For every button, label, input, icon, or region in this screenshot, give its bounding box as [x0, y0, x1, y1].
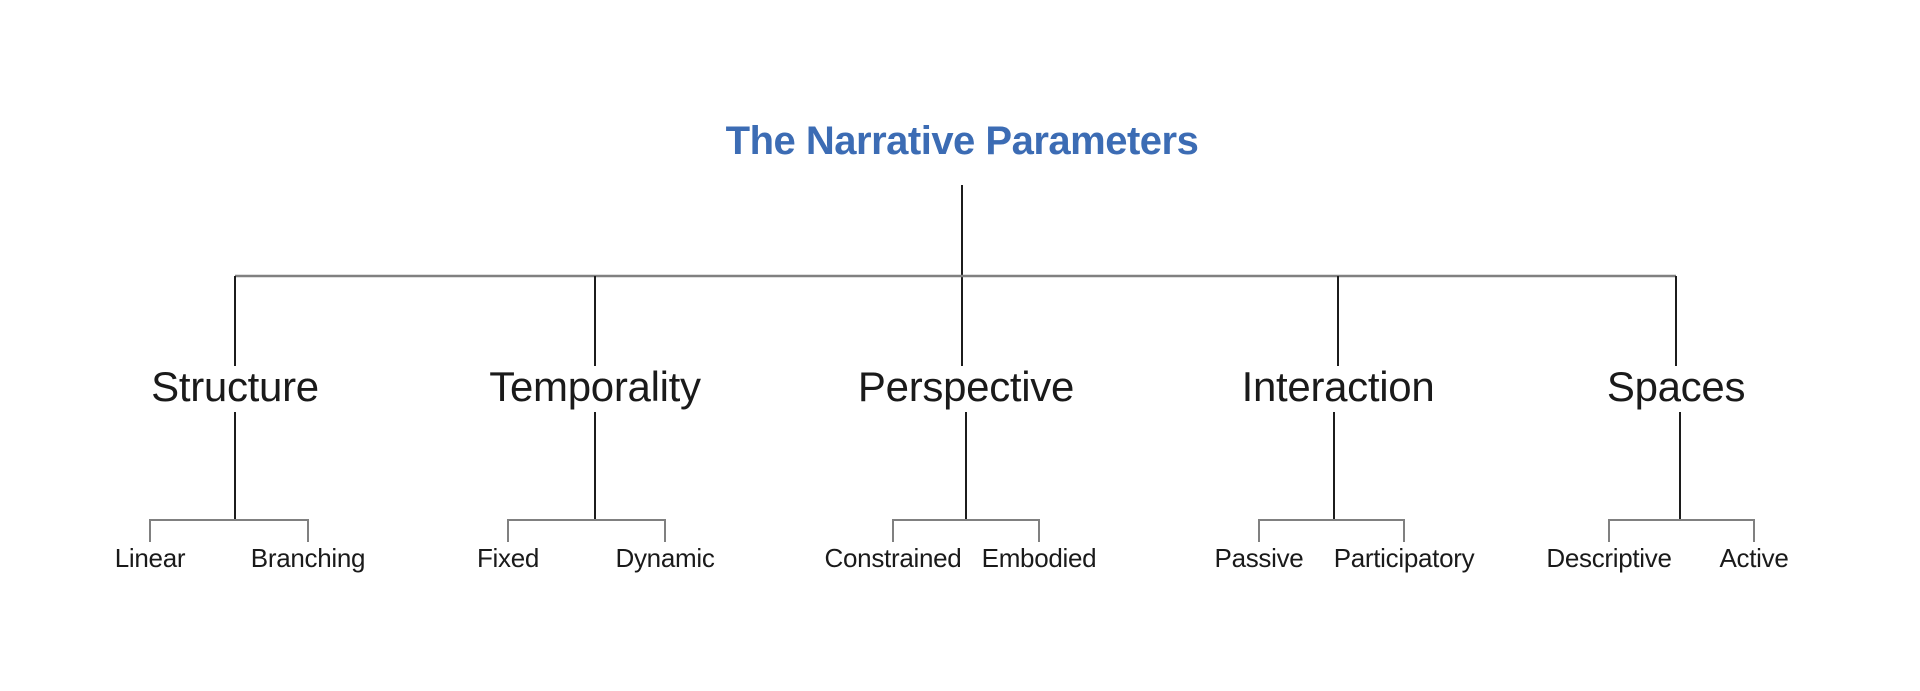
leaf-label-dynamic: Dynamic [615, 543, 715, 573]
children-bracket-temporality [507, 519, 666, 542]
children-bracket-spaces [1608, 519, 1755, 542]
branch-label-structure: Structure [151, 363, 319, 410]
branch-label-temporality: Temporality [489, 363, 701, 410]
leaf-label-passive: Passive [1214, 543, 1304, 573]
branch-label-perspective: Perspective [857, 363, 1075, 410]
leaf-label-branching: Branching [250, 543, 366, 573]
leaf-label-constrained: Constrained [824, 543, 962, 573]
leaf-label-fixed: Fixed [476, 543, 540, 573]
leaf-label-participatory: Participatory [1333, 543, 1475, 573]
leaf-label-active: Active [1719, 543, 1789, 573]
leaf-label-embodied: Embodied [981, 543, 1097, 573]
branch-label-interaction: Interaction [1241, 363, 1435, 410]
leaf-label-descriptive: Descriptive [1546, 543, 1672, 573]
diagram-title: The Narrative Parameters [725, 119, 1199, 163]
leaf-label-linear: Linear [114, 543, 186, 573]
children-bracket-structure [149, 519, 309, 542]
children-bracket-interaction [1258, 519, 1405, 542]
branch-label-spaces: Spaces [1606, 363, 1746, 410]
children-bracket-perspective [892, 519, 1040, 542]
